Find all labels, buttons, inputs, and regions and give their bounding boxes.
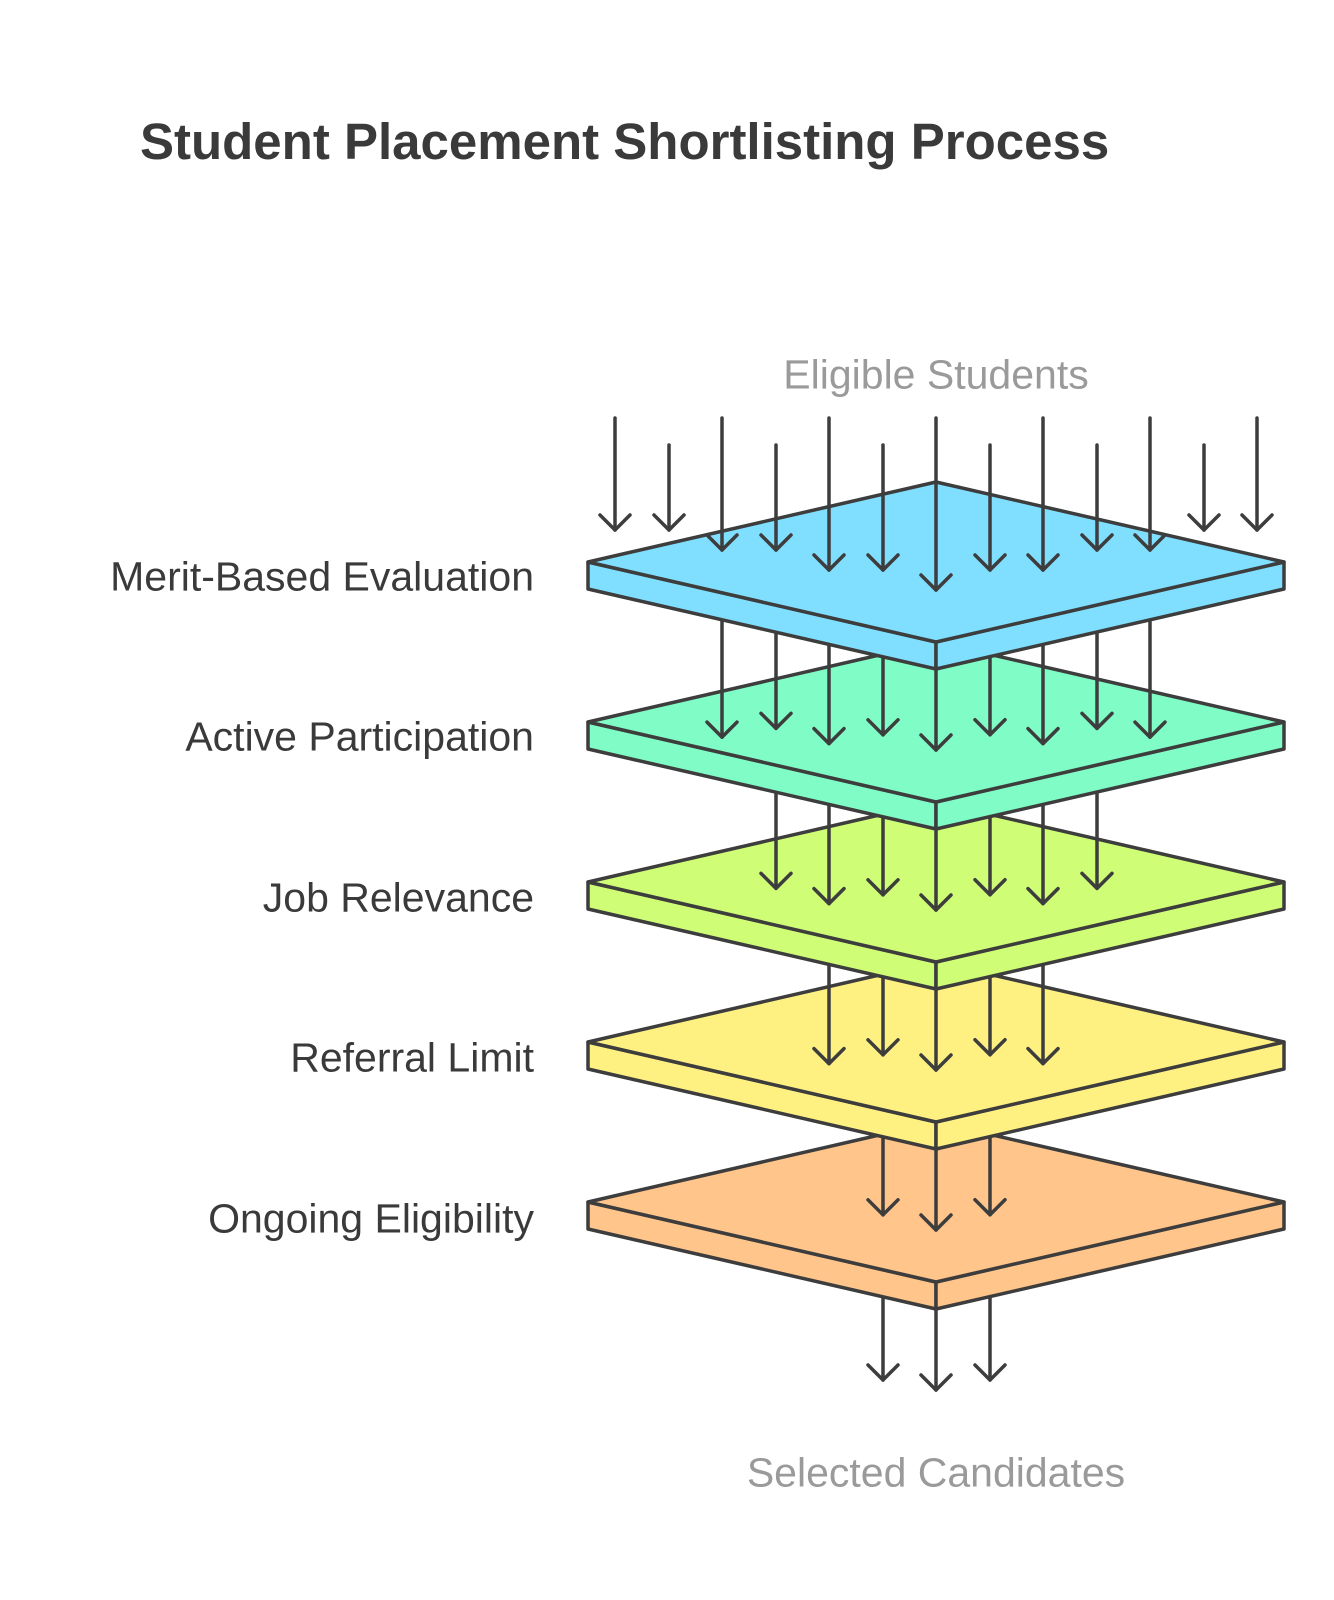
flow-arrow — [866, 813, 900, 897]
layer-label-active-participation: Active Participation — [185, 713, 534, 760]
flow-arrow — [812, 640, 846, 746]
input-arrow — [759, 443, 793, 552]
flow-arrow — [919, 1145, 953, 1232]
input-arrow — [705, 416, 739, 552]
output-arrow — [973, 1292, 1007, 1382]
flow-arrow — [759, 788, 793, 891]
layer-label-ongoing-eligibility: Ongoing Eligibility — [208, 1195, 534, 1242]
output-arrow — [866, 1293, 900, 1382]
input-arrow — [598, 416, 632, 532]
input-arrow — [1187, 443, 1221, 532]
layer-label-merit-based-evaluation: Merit-Based Evaluation — [110, 553, 534, 600]
output-arrow — [919, 1305, 953, 1392]
flow-arrow — [1080, 788, 1114, 891]
flow-arrow — [759, 628, 793, 731]
output-label: Selected Candidates — [746, 1449, 1126, 1496]
layer-label-job-relevance: Job Relevance — [262, 874, 534, 921]
input-arrow — [1133, 416, 1167, 552]
input-label: Eligible Students — [783, 351, 1089, 398]
input-arrow — [973, 443, 1007, 572]
flow-arrow — [1026, 960, 1060, 1066]
flow-arrow — [919, 665, 953, 752]
flow-arrow — [919, 825, 953, 912]
layer-label-referral-limit: Referral Limit — [290, 1034, 534, 1081]
input-arrow — [1080, 443, 1114, 552]
diagram-title: Student Placement Shortlisting Process — [140, 113, 1110, 170]
flow-arrow — [973, 1132, 1007, 1217]
flow-arrow — [1080, 628, 1114, 731]
flow-arrow — [866, 653, 900, 737]
flow-arrow — [1026, 800, 1060, 906]
flow-arrow — [812, 800, 846, 906]
flow-arrow — [812, 960, 846, 1066]
flow-arrow — [866, 1133, 900, 1217]
input-arrow — [1026, 416, 1060, 572]
input-arrow — [919, 416, 953, 592]
flow-arrow — [705, 616, 739, 739]
flow-arrow — [1133, 616, 1167, 739]
input-arrow — [866, 443, 900, 572]
flow-arrow — [973, 972, 1007, 1057]
flow-arrow — [919, 985, 953, 1072]
input-arrow — [812, 416, 846, 572]
input-arrow — [652, 443, 686, 532]
flow-arrow — [973, 652, 1007, 737]
flow-arrow — [1026, 640, 1060, 746]
flow-arrow — [866, 973, 900, 1057]
flow-arrow — [973, 812, 1007, 897]
input-arrow — [1240, 416, 1274, 532]
